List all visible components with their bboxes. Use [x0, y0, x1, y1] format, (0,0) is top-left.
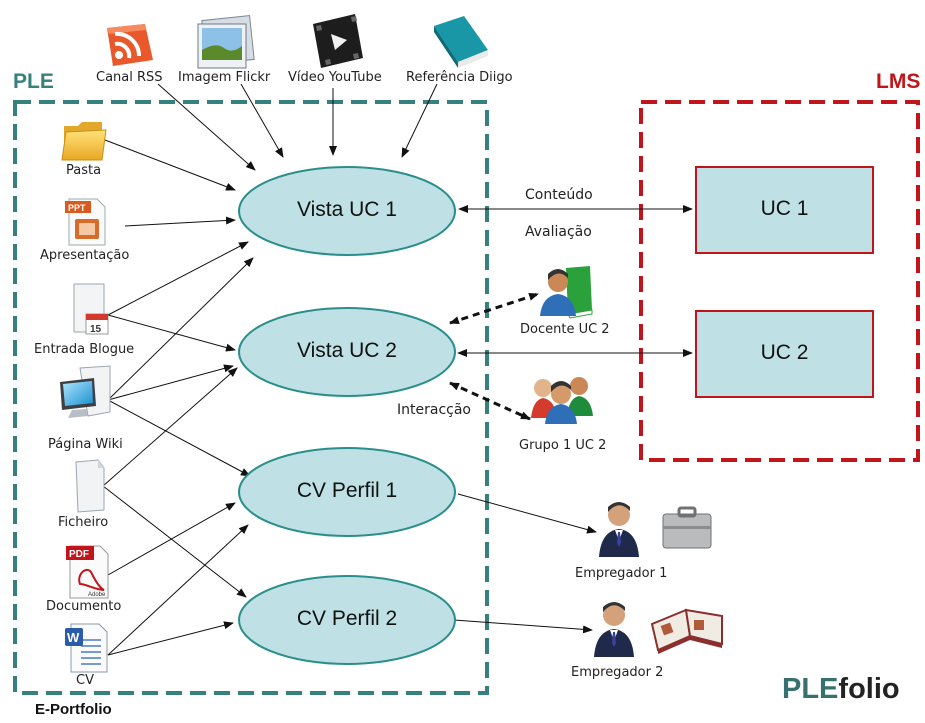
- source-label-documento: Documento: [46, 599, 122, 614]
- view-label-cv-perfil1: CV Perfil 1: [296, 479, 398, 502]
- uc2-label: UC 2: [760, 341, 809, 364]
- svg-text:15: 15: [90, 324, 102, 335]
- svg-text:PDF: PDF: [69, 549, 89, 560]
- source-label-diigo: Referência Diigo: [406, 70, 513, 85]
- lms-title: LMS: [876, 70, 921, 93]
- video-icon: [313, 14, 363, 68]
- group-icon: [531, 377, 593, 424]
- view-ellipse-vista-uc1: [238, 166, 456, 256]
- svg-text:PPT: PPT: [68, 203, 86, 213]
- portfolio-book-icon: [650, 608, 723, 654]
- source-label-youtube: Vídeo YouTube: [288, 70, 382, 85]
- source-label-ficheiro: Ficheiro: [58, 515, 109, 530]
- employer-icon: [594, 602, 634, 657]
- source-label-rss: Canal RSS: [96, 70, 163, 85]
- rss-icon: [107, 24, 153, 66]
- brand-part2: folio: [838, 673, 900, 705]
- folder-icon: [61, 122, 107, 161]
- teacher-icon: [540, 266, 593, 319]
- photo-icon: [197, 15, 255, 69]
- source-label-flickr: Imagem Flickr: [178, 70, 271, 85]
- ppt-icon: PPT: [65, 198, 106, 246]
- source-label-wiki: Página Wiki: [48, 437, 123, 452]
- source-label-apresentacao: Apresentação: [40, 248, 130, 263]
- eportfolio-label: E-Portfolio: [35, 701, 112, 718]
- actor-label-empregador1: Empregador 1: [575, 566, 668, 581]
- pdf-icon: PDF Adobe: [66, 545, 109, 599]
- brand-part1: PLE: [782, 673, 839, 705]
- actor-label-empregador2: Empregador 2: [571, 665, 664, 680]
- ple-frame: [13, 100, 489, 695]
- view-ellipse-cv-perfil2: [238, 575, 456, 665]
- book-icon: [434, 16, 488, 68]
- svg-text:W: W: [67, 630, 80, 645]
- svg-text:Adobe: Adobe: [88, 592, 106, 598]
- blog-icon: 15: [73, 283, 109, 335]
- actor-label-grupo: Grupo 1 UC 2: [519, 438, 607, 453]
- uc1-label: UC 1: [760, 197, 809, 220]
- employer-icon: [599, 502, 639, 557]
- lms-frame: [639, 100, 920, 462]
- dashed-connectors: [449, 292, 539, 421]
- uc1-box: [695, 166, 874, 254]
- connectors: [102, 83, 693, 656]
- brand-logo: PLEfolio: [782, 673, 900, 706]
- source-label-blogue: Entrada Blogue: [34, 342, 135, 357]
- file-icon: [75, 459, 105, 513]
- ple-title: PLE: [13, 70, 54, 93]
- edge-label-conteudo: Conteúdo: [525, 187, 593, 203]
- edge-label-avaliacao: Avaliação: [525, 224, 592, 240]
- briefcase-icon: [662, 506, 712, 549]
- edge-label-interaccao: Interacção: [397, 402, 471, 418]
- computer-icon: [60, 365, 111, 418]
- actor-label-docente: Docente UC 2: [520, 322, 610, 337]
- word-icon: W: [65, 623, 108, 673]
- source-label-cv: CV: [76, 673, 94, 688]
- view-label-vista-uc2: Vista UC 2: [297, 339, 397, 362]
- uc2-box: [695, 310, 874, 398]
- view-ellipse-vista-uc2: [238, 307, 456, 397]
- view-label-vista-uc1: Vista UC 1: [297, 198, 397, 221]
- source-label-pasta: Pasta: [66, 163, 102, 178]
- view-ellipse-cv-perfil1: [238, 447, 456, 537]
- view-label-cv-perfil2: CV Perfil 2: [296, 607, 398, 630]
